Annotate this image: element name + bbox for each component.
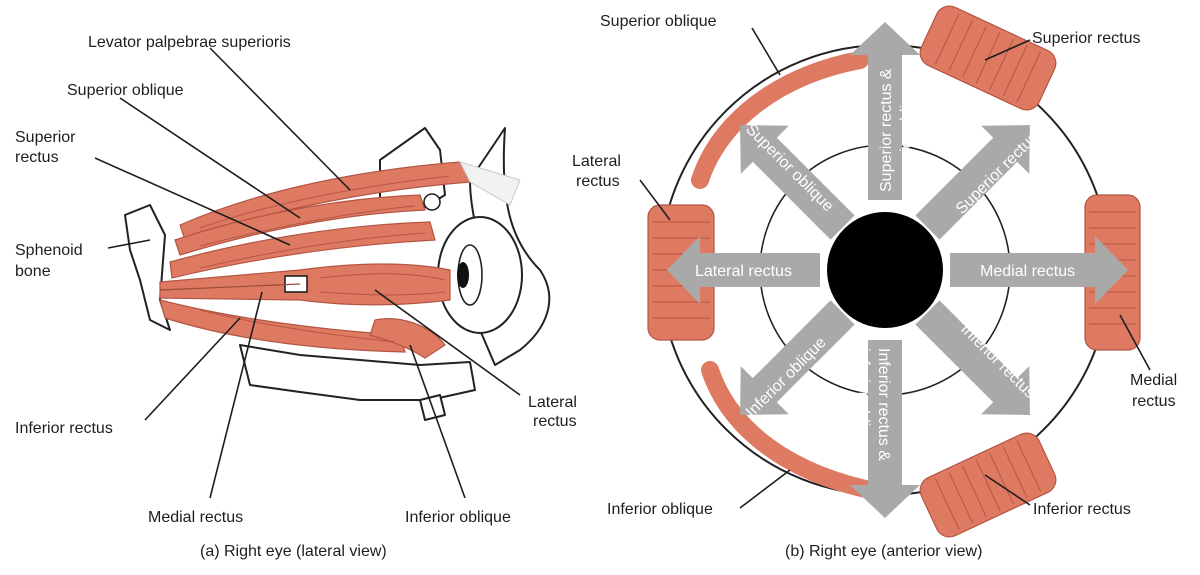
superior-oblique-muscle <box>174 194 426 256</box>
pupil-anterior <box>827 212 943 328</box>
trochlea <box>423 193 441 211</box>
leader-superior-rectus <box>94 157 291 246</box>
sphenoid-bone <box>124 204 171 331</box>
leader-inferior-rectus <box>144 317 241 421</box>
panel-b-anterior-view: Superior rectus & superior oblique Infer… <box>572 5 1177 560</box>
inferior-oblique-muscle <box>369 318 446 359</box>
label-sphenoid-1: Sphenoid <box>15 242 83 259</box>
caption-panel-a: (a) Right eye (lateral view) <box>200 543 387 560</box>
arrow-text-down-2: inferior oblique <box>855 348 872 453</box>
label-lateral-rectus-a-2: rectus <box>533 413 577 430</box>
arrow-lower-right <box>915 300 1030 415</box>
leader-inferior-rectus-b <box>984 474 1031 506</box>
inferior-rectus-block <box>919 432 1057 538</box>
panel-a-lateral-view: Levator palpebrae superioris Superior ob… <box>15 34 577 560</box>
leader-medial-rectus-b <box>1119 314 1151 371</box>
optic-nerve-band <box>159 283 301 291</box>
label-medial-rectus-b-2: rectus <box>1132 393 1176 410</box>
leader-levator <box>209 47 351 191</box>
arrow-right <box>950 236 1128 304</box>
label-inferior-oblique-a: Inferior oblique <box>405 509 511 526</box>
label-medial-rectus-b-1: Medial <box>1130 372 1177 389</box>
inferior-rectus-muscle <box>159 299 406 353</box>
leader-medial-rectus <box>209 291 263 499</box>
label-inferior-rectus-a: Inferior rectus <box>15 420 113 437</box>
superior-oblique-band <box>691 51 869 189</box>
leader-lateral-rectus <box>374 289 521 396</box>
arrow-lower-left <box>740 300 855 415</box>
orbit-floor-bone <box>239 344 476 401</box>
arrow-upper-left <box>740 125 855 240</box>
leader-superior-rectus-b <box>984 39 1031 61</box>
arrow-text-right: Medial rectus <box>980 263 1075 280</box>
lateral-muscle-fibers <box>199 175 451 343</box>
label-lateral-rectus-b-2: rectus <box>576 173 620 190</box>
arrow-text-upper-left: Superior oblique <box>742 121 836 215</box>
arrow-text-down-1: Inferior rectus & <box>875 348 892 461</box>
label-medial-rectus-a: Medial rectus <box>148 509 243 526</box>
arrow-down <box>850 340 920 518</box>
label-lateral-rectus-a-1: Lateral <box>528 394 577 411</box>
leader-superior-oblique <box>119 97 301 219</box>
superior-rectus-muscle <box>169 221 436 279</box>
levator-tendon <box>459 161 521 206</box>
label-inferior-rectus-b: Inferior rectus <box>1033 501 1131 518</box>
leader-inferior-oblique-b <box>739 469 791 509</box>
leader-lateral-rectus-b <box>639 179 671 221</box>
inferior-oblique-band <box>701 361 889 501</box>
arrow-text-up-2: superior oblique <box>898 78 915 192</box>
caption-panel-b: (b) Right eye (anterior view) <box>785 543 982 560</box>
label-superior-oblique-a: Superior oblique <box>67 82 184 99</box>
arrow-upper-right <box>915 125 1030 240</box>
label-superior-rectus-b: Superior rectus <box>1032 30 1141 47</box>
arrow-up <box>850 22 920 200</box>
leader-inferior-oblique <box>409 344 466 499</box>
leader-superior-oblique-b <box>751 27 781 76</box>
movement-arrows <box>667 22 1128 518</box>
label-inferior-oblique-b: Inferior oblique <box>607 501 713 518</box>
pupil-lateral <box>457 262 469 288</box>
arrow-text-up-1: Superior rectus & <box>878 68 895 192</box>
label-sphenoid-2: bone <box>15 263 51 280</box>
label-levator-palpebrae: Levator palpebrae superioris <box>88 34 291 51</box>
label-superior-rectus-a-2: rectus <box>15 149 59 166</box>
label-lateral-rectus-b-1: Lateral <box>572 153 621 170</box>
arrow-text-left: Lateral rectus <box>695 263 792 280</box>
arrow-left <box>667 236 820 304</box>
label-superior-rectus-a-1: Superior <box>15 129 76 146</box>
leader-sphenoid <box>107 239 151 249</box>
label-superior-oblique-b: Superior oblique <box>600 13 717 30</box>
